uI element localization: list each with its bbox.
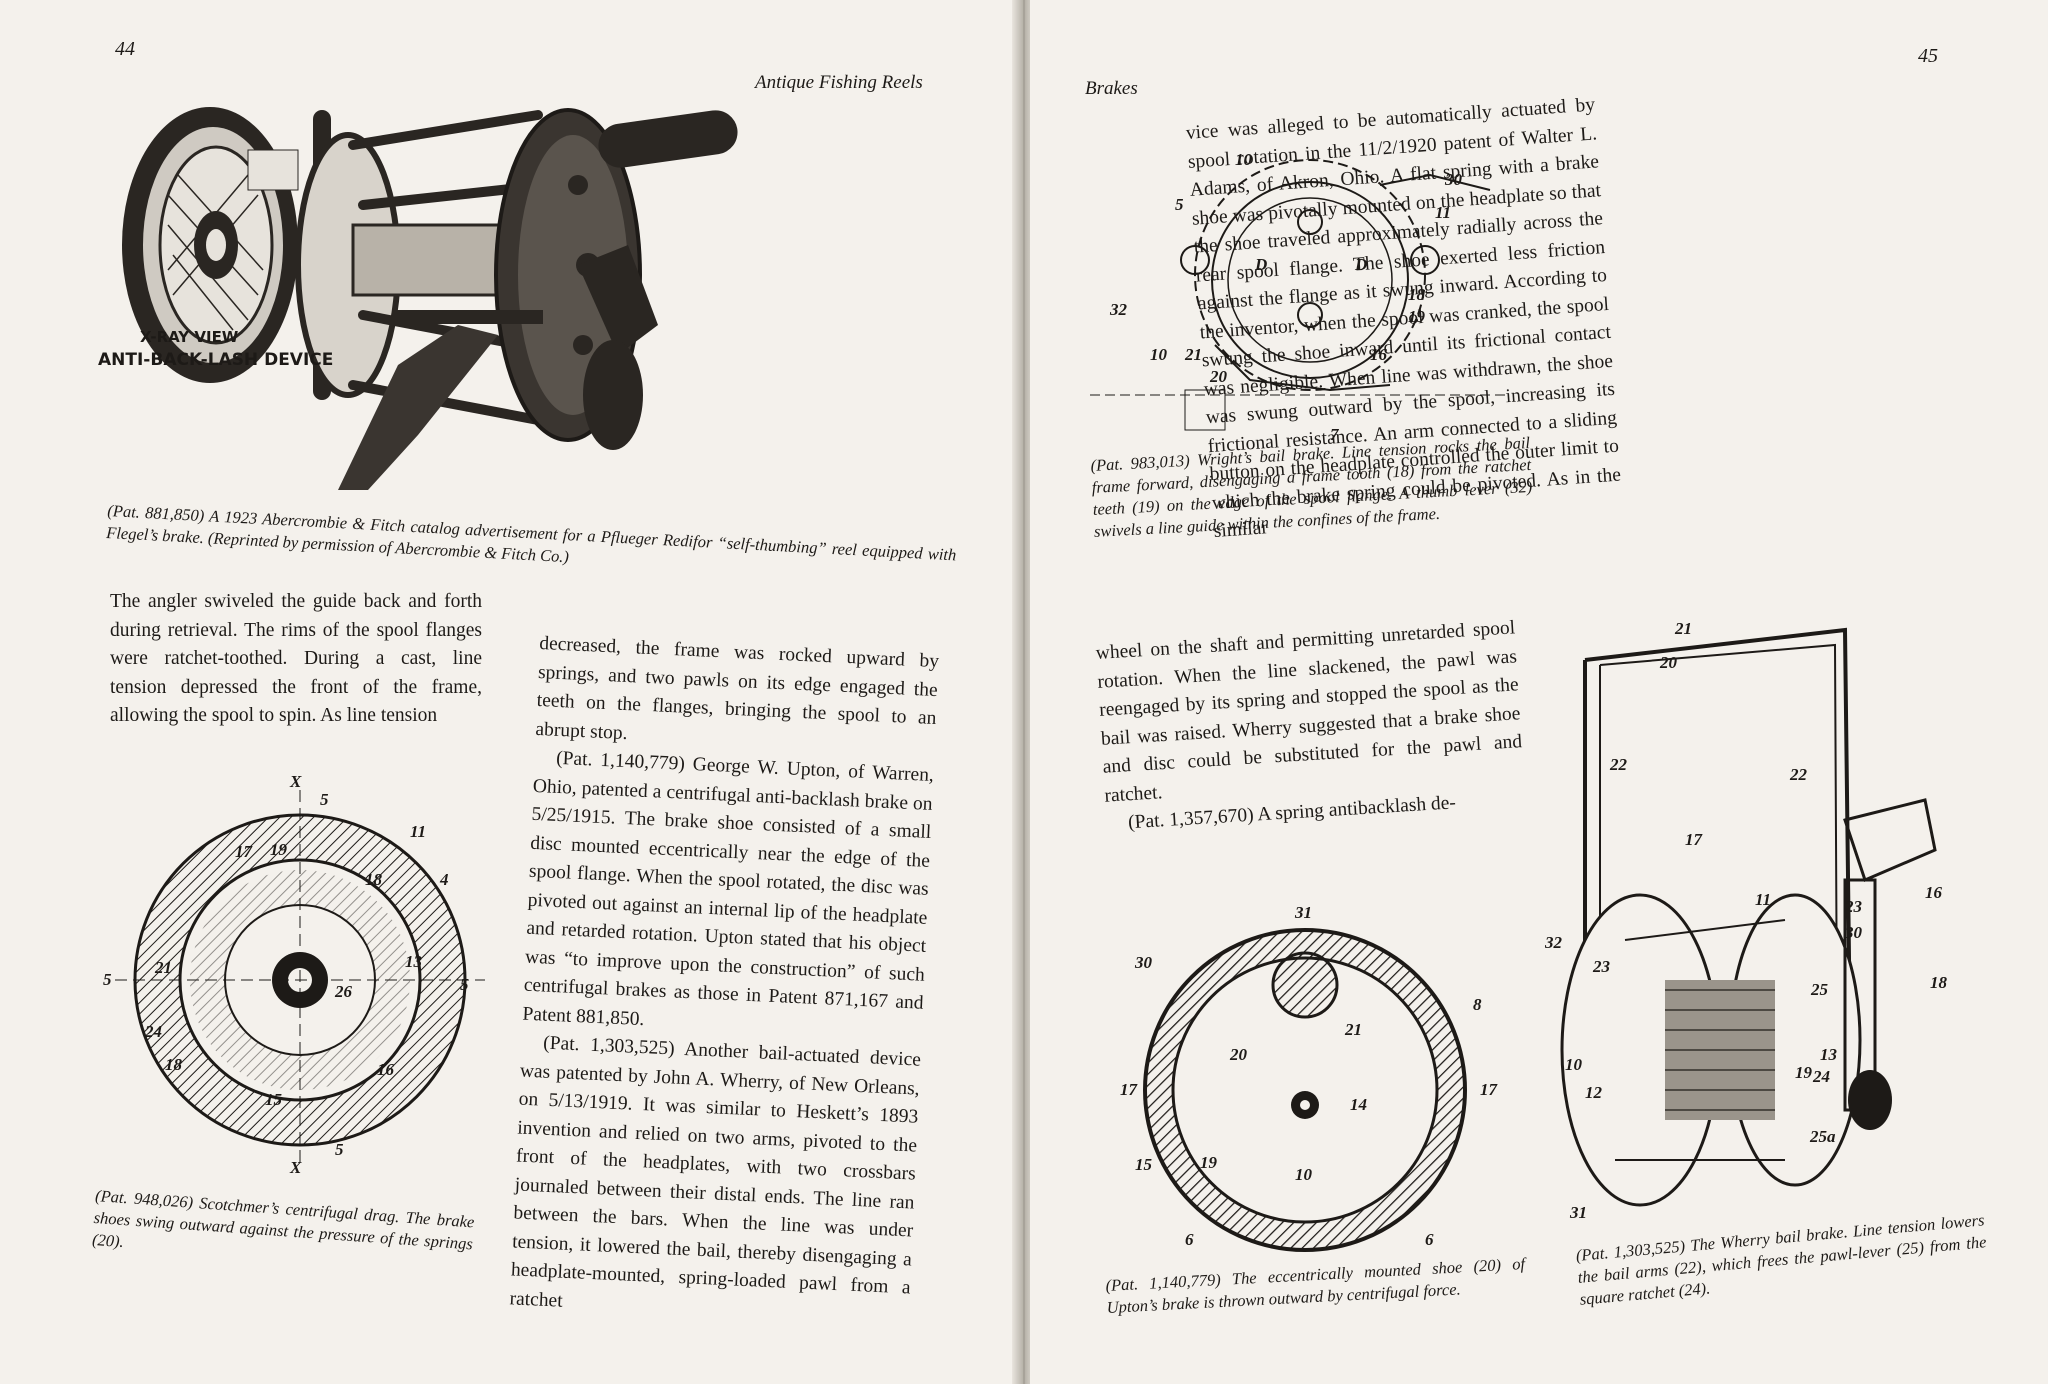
label-6-left: 6 [1185,1230,1194,1249]
label-13: 13 [1820,1045,1838,1064]
upton-brake-diagram: 31 30 8 21 20 17 17 14 15 19 10 6 6 [1095,900,1515,1260]
label-5: 5 [1175,195,1184,214]
paragraph-upton: (Pat. 1,140,779) George W. Upton, of War… [522,747,935,1030]
label-32: 32 [1109,300,1128,319]
figure-caption-5: (Pat. 1,303,525) The Wherry bail brake. … [1575,1210,1988,1309]
paragraph-angler: The angler swiveled the guide back and f… [110,591,482,726]
body-column-right-top: vice was alleged to be automatically act… [1185,91,1624,546]
running-head-left: Antique Fishing Reels [755,72,923,93]
wherry-bail-brake-diagram: 21 20 22 22 17 16 11 32 23 23 30 18 25 1… [1545,620,1965,1220]
label-10-top: 10 [1235,150,1253,169]
label-11: 11 [1755,890,1771,909]
page-number-right: 45 [1918,45,1938,67]
body-column-2: decreased, the frame was rocked upward b… [509,630,940,1331]
right-page: 45 Brakes 10 30 5 11 D D 18 19 32 10 21 [1030,0,2048,1384]
label-20: 20 [1209,367,1228,386]
label-16: 16 [1370,345,1388,364]
label-30: 30 [1444,170,1463,189]
label-8: 8 [1473,995,1482,1014]
running-head-right: Brakes [1085,78,1138,99]
label-11: 11 [410,822,426,841]
label-10-bottom: 10 [1150,345,1168,364]
label-22-right: 22 [1789,765,1808,784]
paragraph-wheel: wheel on the shaft and permitting unreta… [1095,617,1523,807]
figure-caption-4: (Pat. 1,140,779) The eccentrically mount… [1105,1254,1526,1317]
label-20: 20 [1229,1045,1248,1064]
label-11: 11 [1435,203,1451,222]
label-18-top: 18 [365,870,383,889]
label-24: 24 [144,1022,162,1041]
label-18-bottom: 18 [165,1055,183,1074]
label-17-right: 17 [1480,1080,1499,1099]
label-16: 16 [1925,883,1943,902]
left-page: 44 Antique Fishing Reels [0,0,1018,1384]
label-20: 20 [1659,653,1678,672]
label-15: 15 [1135,1155,1153,1174]
anti-backlash-device-label: ANTI-BACK-LASH DEVICE [98,350,333,370]
label-5-bottom: 5 [335,1140,344,1159]
label-23-top: 23 [1844,897,1863,916]
label-31: 31 [1569,1203,1587,1220]
label-d-left: D [1254,255,1267,274]
body-column-middle: wheel on the shaft and permitting unreta… [1095,614,1526,839]
xray-view-label: X-RAY VIEW [140,328,239,346]
label-30: 30 [1844,923,1863,942]
label-19: 19 [270,840,288,859]
label-19: 19 [1200,1153,1218,1172]
paragraph-adams: vice was alleged to be automatically act… [1185,94,1622,542]
figure-caption-2: (Pat. 948,026) Scotchmer’s centrifugal d… [91,1185,476,1254]
label-21: 21 [1674,620,1692,638]
label-x-bottom: X [289,1158,302,1175]
label-17-left: 17 [1120,1080,1139,1099]
label-10: 10 [1565,1055,1583,1074]
paragraph-decreased: decreased, the frame was rocked upward b… [535,632,940,744]
label-31: 31 [1294,903,1312,922]
label-25: 25 [1810,980,1829,999]
label-32: 32 [1545,933,1563,952]
label-19: 19 [1795,1063,1813,1082]
label-5-right: 5 [460,975,469,994]
label-24: 24 [1812,1067,1830,1086]
label-26: 26 [334,982,353,1001]
label-7: 7 [1330,425,1340,444]
body-column-1: The angler swiveled the guide back and f… [110,588,482,731]
label-21: 21 [154,958,172,977]
label-10: 10 [1295,1165,1313,1184]
label-21: 21 [1344,1020,1362,1039]
label-19: 19 [1408,307,1426,326]
label-23-left: 23 [1592,957,1611,976]
wright-bail-brake-diagram: 10 30 5 11 D D 18 19 32 10 21 16 20 7 [1090,150,1520,450]
label-18: 18 [1408,285,1426,304]
label-22-left: 22 [1609,755,1628,774]
label-30: 30 [1134,953,1153,972]
reel-advertisement-illustration: X-RAY VIEW ANTI-BACK-LASH DEVICE [98,95,948,490]
figure-caption-1: (Pat. 881,850) A 1923 Abercrombie & Fitc… [105,500,957,567]
label-25a: 25a [1809,1127,1836,1146]
label-x-top: X [289,775,302,791]
paragraph-wherry: (Pat. 1,303,525) Another bail-actuated d… [509,1032,922,1312]
label-16: 16 [377,1060,395,1079]
scotchmer-drag-diagram: X 5 11 17 19 18 4 5 21 13 5 26 24 18 16 … [95,775,495,1175]
label-d-right: D [1354,255,1367,274]
label-15: 15 [265,1090,283,1109]
label-5-left: 5 [103,970,112,989]
label-6-right: 6 [1425,1230,1434,1249]
label-4: 4 [439,870,449,889]
label-21: 21 [1184,345,1202,364]
label-13: 13 [405,952,423,971]
label-17: 17 [1685,830,1704,849]
page-number-left: 44 [115,38,135,60]
label-18: 18 [1930,973,1948,992]
label-12: 12 [1585,1083,1603,1102]
label-17: 17 [235,842,254,861]
label-14: 14 [1350,1095,1367,1114]
label-5-top: 5 [320,790,329,809]
